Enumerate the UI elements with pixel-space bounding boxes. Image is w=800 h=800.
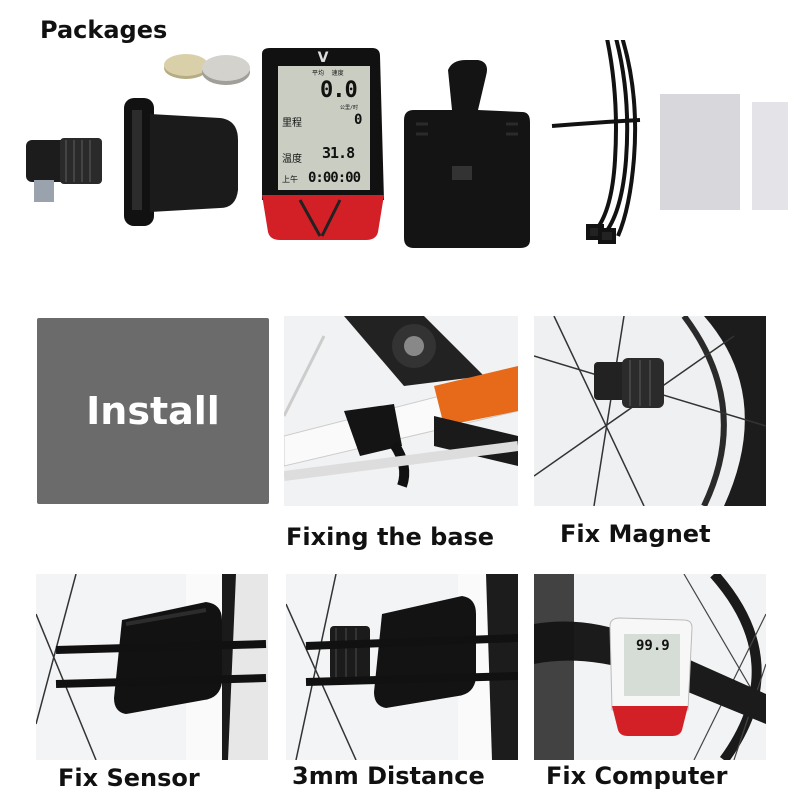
lcd-label-speed: 速度	[331, 70, 344, 77]
lcd-speed: 0.0	[320, 78, 358, 103]
photo-fixing-base	[284, 316, 518, 506]
caption-3mm-distance: 3mm Distance	[292, 762, 485, 790]
caption-fix-sensor: Fix Sensor	[58, 764, 200, 792]
adhesive-pad-icon	[660, 94, 788, 210]
caption-fix-magnet: Fix Magnet	[560, 520, 711, 548]
photo-fix-magnet	[534, 316, 766, 506]
install-label: Install	[86, 389, 220, 433]
lcd-temperature: 31.8	[322, 144, 355, 162]
svg-text:V: V	[318, 50, 329, 66]
photo-3mm-distance	[286, 574, 518, 760]
caption-fixing-base: Fixing the base	[286, 523, 495, 551]
lcd-label-avg: 平均	[312, 70, 325, 77]
bike-computer-icon: V	[262, 48, 384, 240]
lcd-label-am: 上午	[282, 175, 298, 184]
zip-tie-icon	[551, 40, 641, 244]
lcd-label-trip: 里程	[282, 118, 302, 129]
lcd-distance: 0	[354, 112, 363, 128]
photo-fix-sensor	[36, 574, 268, 760]
lcd-screen: 平均 速度 0.0 公里/时 里程 0 温度 31.8 上午 0:00:00	[278, 66, 370, 190]
caption-fix-computer: Fix Computer	[546, 762, 728, 790]
lcd-label-temp: 温度	[282, 154, 302, 165]
lcd-time: 0:00:00	[308, 170, 361, 186]
battery-icon	[164, 54, 250, 85]
magnet-icon	[26, 138, 102, 202]
packages-title: Packages	[40, 16, 168, 44]
package-contents: V	[26, 40, 788, 248]
sensor-icon	[124, 98, 238, 226]
photo-fix-computer: 99.9	[534, 574, 766, 760]
install-banner: Install	[37, 318, 269, 504]
lcd-label-unit: 公里/时	[340, 105, 359, 111]
mount-base-icon	[404, 60, 530, 248]
small-computer-reading: 99.9	[636, 638, 670, 654]
